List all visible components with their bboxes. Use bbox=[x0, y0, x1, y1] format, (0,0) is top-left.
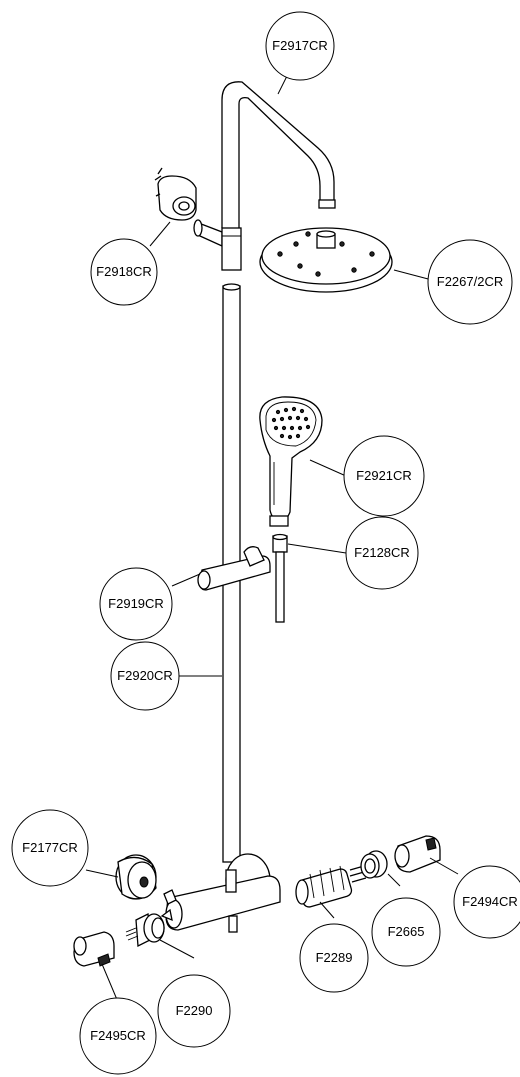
top-arm-part bbox=[221, 81, 336, 228]
callout-f2919cr: F2919CR bbox=[99, 567, 173, 641]
callout-f2665: F2665 bbox=[371, 897, 441, 967]
left-handle-part bbox=[73, 931, 115, 967]
callout-f2921cr: F2921CR bbox=[343, 435, 425, 517]
callout-label: F2917CR bbox=[272, 38, 328, 53]
hand-shower-part bbox=[259, 396, 323, 527]
adapter-part bbox=[360, 850, 388, 879]
riser-coupling-part bbox=[193, 219, 242, 271]
callout-f2920cr: F2920CR bbox=[110, 641, 180, 711]
cartridge-part bbox=[295, 865, 367, 908]
callouts: F2917CR F2918CR F2267/2CR F2921CR F2128C… bbox=[11, 11, 520, 1075]
wall-bracket-part bbox=[154, 167, 197, 221]
callout-f2128cr: F2128CR bbox=[345, 516, 419, 590]
callout-label: F2918CR bbox=[96, 264, 152, 279]
wall-flange-part bbox=[115, 854, 157, 900]
mixer-body-part bbox=[160, 853, 281, 933]
callout-label: F2665 bbox=[388, 924, 425, 939]
callout-f2290: F2290 bbox=[157, 974, 231, 1048]
diverter-part bbox=[125, 912, 165, 948]
hose-connector-part bbox=[272, 533, 288, 623]
callout-label: F2289 bbox=[316, 950, 353, 965]
callout-label: F2177CR bbox=[22, 840, 78, 855]
right-handle-part bbox=[394, 835, 441, 873]
callout-label: F2921CR bbox=[356, 468, 412, 483]
callout-f2494cr: F2494CR bbox=[453, 865, 520, 939]
callout-f2177cr: F2177CR bbox=[11, 809, 89, 887]
callout-label: F2495CR bbox=[90, 1028, 146, 1043]
callout-f2917cr: F2917CR bbox=[265, 11, 335, 81]
callout-label: F2494CR bbox=[462, 894, 518, 909]
callout-f2267-2cr: F2267/2CR bbox=[427, 239, 513, 325]
callout-label: F2128CR bbox=[354, 545, 410, 560]
callout-label: F2267/2CR bbox=[437, 274, 503, 289]
callout-f2918cr: F2918CR bbox=[90, 238, 158, 306]
head-shower-part bbox=[259, 227, 393, 293]
callout-f2495cr: F2495CR bbox=[79, 997, 157, 1075]
callout-f2289: F2289 bbox=[299, 923, 369, 993]
callout-label: F2919CR bbox=[108, 596, 164, 611]
callout-label: F2290 bbox=[176, 1003, 213, 1018]
callout-label: F2920CR bbox=[117, 668, 173, 683]
slider-part bbox=[197, 546, 271, 591]
